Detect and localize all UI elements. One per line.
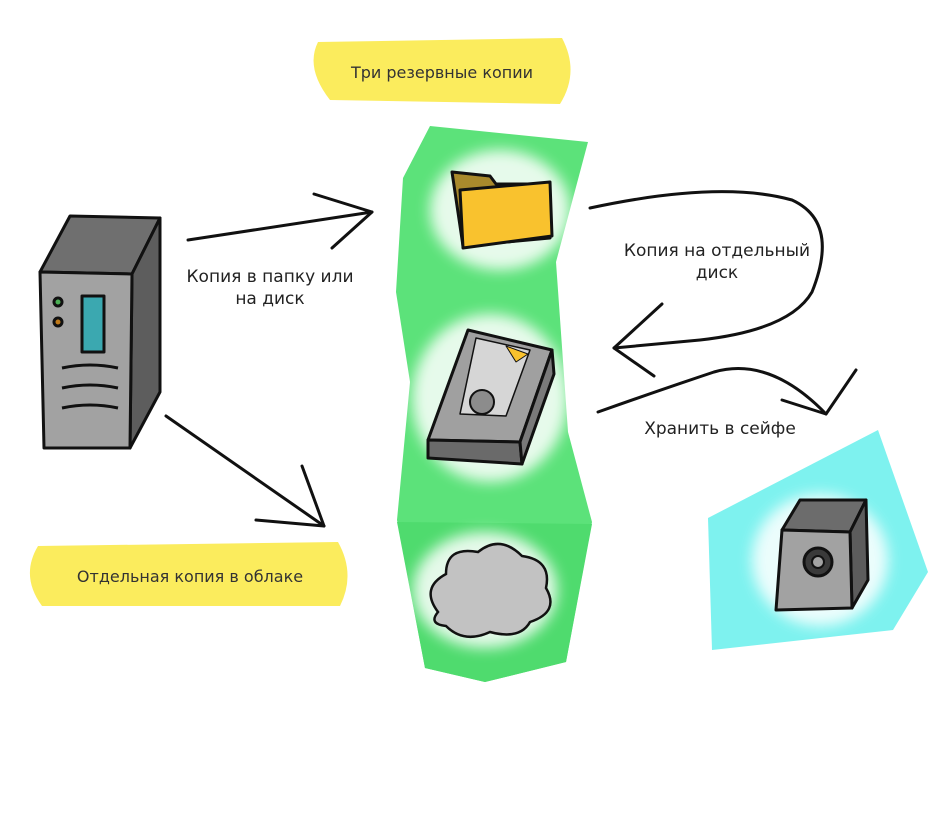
- copy-to-disk-label: Копия на отдельный диск: [623, 241, 811, 283]
- arrow-computer-to-cloud: [164, 414, 326, 528]
- highlight-cloud-copy: [29, 542, 348, 606]
- cloud-copy-label: Отдельная копия в облаке: [76, 566, 304, 586]
- folder-icon: [450, 170, 554, 250]
- store-in-safe-label: Хранить в сейфе: [644, 419, 796, 439]
- hard-drive-icon: [426, 328, 556, 466]
- safe-icon: [774, 498, 870, 612]
- cloud-icon: [429, 542, 552, 639]
- three-copies-label: Три резервные копии: [350, 62, 534, 82]
- arrow-computer-to-folder: [186, 192, 374, 250]
- highlight-three-copies: [313, 38, 571, 104]
- arrow-folder-to-drive: [588, 190, 824, 378]
- computer-tower-icon: [38, 214, 162, 450]
- arrow-drive-to-safe: [596, 367, 858, 416]
- copy-to-folder-label: Копия в папку или на диск: [186, 267, 354, 309]
